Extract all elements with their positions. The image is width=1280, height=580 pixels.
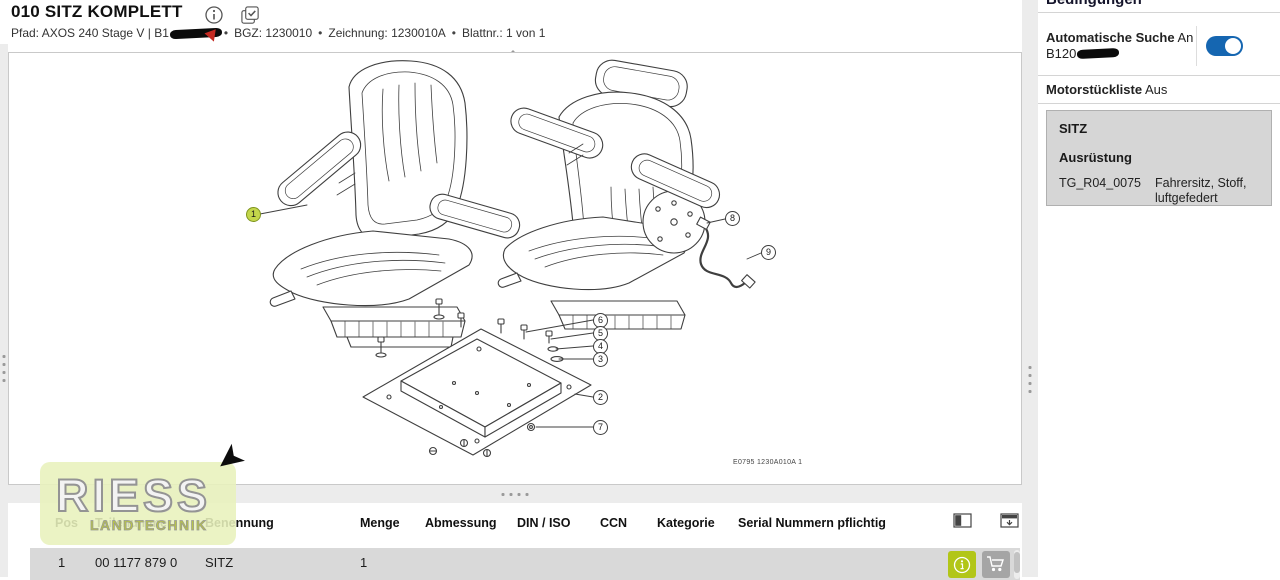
divider bbox=[1038, 103, 1280, 104]
col-header-din-iso: DIN / ISO bbox=[517, 516, 571, 530]
page-header: 010 SITZ KOMPLETT Pfad: AXOS 240 Stage V… bbox=[8, 0, 1022, 44]
breadcrumb-bgz: BGZ: 1230010 bbox=[234, 26, 313, 40]
breadcrumb: Pfad: AXOS 240 Stage V | B1 • BGZ: 12300… bbox=[11, 26, 546, 44]
auto-search-state: An bbox=[1177, 30, 1194, 45]
add-to-cart-button[interactable] bbox=[982, 551, 1010, 578]
breadcrumb-separator: • bbox=[223, 26, 229, 40]
col-header-teilenummer: Teilenummer bbox=[95, 516, 172, 530]
cell-menge: 1 bbox=[360, 555, 368, 570]
callout-4[interactable]: 4 bbox=[593, 339, 608, 354]
table-scrollbar[interactable] bbox=[1014, 550, 1020, 579]
auto-search-toggle[interactable] bbox=[1206, 36, 1243, 56]
right-splitter[interactable] bbox=[1022, 0, 1038, 577]
callout-3[interactable]: 3 bbox=[593, 352, 608, 367]
collapse-caret-icon[interactable] bbox=[507, 44, 519, 57]
equipment-description: Fahrersitz, Stoff, luftgefedert bbox=[1155, 176, 1247, 205]
info-icon[interactable] bbox=[204, 5, 224, 25]
divider bbox=[1038, 12, 1280, 13]
breadcrumb-blattnr: Blattnr.: 1 von 1 bbox=[462, 26, 546, 40]
table-scrollbar-thumb[interactable] bbox=[1014, 552, 1020, 573]
equipment-code: TG_R04_0075 bbox=[1059, 176, 1142, 190]
cell-benennung: SITZ bbox=[205, 555, 234, 570]
col-header-benennung: Benennung bbox=[205, 516, 274, 530]
breadcrumb-separator: • bbox=[318, 26, 323, 40]
breadcrumb-separator: • bbox=[451, 26, 456, 40]
page-title: 010 SITZ KOMPLETT bbox=[11, 2, 183, 21]
panel-splitter[interactable] bbox=[8, 485, 1022, 503]
breadcrumb-zeichnung: Zeichnung: 1230010A bbox=[328, 26, 446, 40]
right-splitter-handle-icon[interactable] bbox=[1028, 366, 1032, 393]
seat-technical-drawing bbox=[259, 59, 762, 458]
callout-8[interactable]: 8 bbox=[725, 211, 740, 226]
equipment-subtitle: Ausrüstung bbox=[1059, 150, 1132, 165]
col-header-ccn: CCN bbox=[600, 516, 628, 530]
col-header-kategorie: Kategorie bbox=[657, 516, 715, 530]
cell-pos: 1 bbox=[58, 555, 66, 570]
drawing-number: E0795 1230A010A 1 bbox=[733, 459, 803, 466]
breadcrumb-path[interactable]: Pfad: AXOS 240 Stage V | B1 bbox=[11, 26, 169, 40]
callout-2[interactable]: 2 bbox=[593, 390, 608, 405]
equipment-title: SITZ bbox=[1059, 121, 1088, 136]
callout-7[interactable]: 7 bbox=[593, 420, 608, 435]
redaction-scribble bbox=[1077, 47, 1120, 60]
panel-splitter-handle-icon[interactable] bbox=[501, 493, 529, 496]
motor-list-label: Motorstückliste bbox=[1046, 82, 1143, 97]
toggle-knob bbox=[1225, 38, 1241, 54]
divider bbox=[1038, 75, 1280, 76]
equipment-box: SITZ Ausrüstung TG_R04_0075 Fahrersitz, … bbox=[1046, 110, 1272, 206]
motor-list-row[interactable]: Motorstückliste Aus bbox=[1046, 82, 1167, 97]
part-info-button[interactable] bbox=[948, 551, 976, 578]
table-row[interactable]: 1 00 1177 879 0 SITZ 1 bbox=[30, 548, 1020, 580]
multi-select-icon[interactable] bbox=[240, 5, 260, 25]
auto-search-label-text: Automatische Suche bbox=[1046, 30, 1175, 45]
left-splitter[interactable] bbox=[0, 44, 8, 577]
cell-teilenummer: 00 1177 879 0 bbox=[95, 555, 178, 570]
col-header-menge: Menge bbox=[360, 516, 400, 530]
callout-1[interactable]: 1 bbox=[246, 207, 261, 222]
export-icon[interactable] bbox=[1000, 512, 1022, 532]
sidebar-title: Bedingungen bbox=[1046, 0, 1142, 8]
auto-search-code: B120 bbox=[1046, 46, 1120, 61]
parts-table: Pos Teilenummer Benennung Menge Abmessun… bbox=[8, 503, 1022, 580]
col-header-serial: Serial Nummern pflichtig bbox=[738, 516, 886, 530]
left-splitter-handle-icon[interactable] bbox=[2, 355, 6, 382]
callout-9[interactable]: 9 bbox=[761, 245, 776, 260]
conditions-sidebar: Bedingungen Automatische Suche An B120 M… bbox=[1038, 0, 1280, 577]
columns-icon[interactable] bbox=[953, 512, 975, 532]
auto-search-label: Automatische Suche An bbox=[1046, 30, 1193, 45]
divider bbox=[1196, 26, 1197, 66]
col-header-abmessung: Abmessung bbox=[425, 516, 497, 530]
col-header-pos: Pos bbox=[55, 516, 78, 530]
motor-list-state: Aus bbox=[1144, 82, 1168, 97]
